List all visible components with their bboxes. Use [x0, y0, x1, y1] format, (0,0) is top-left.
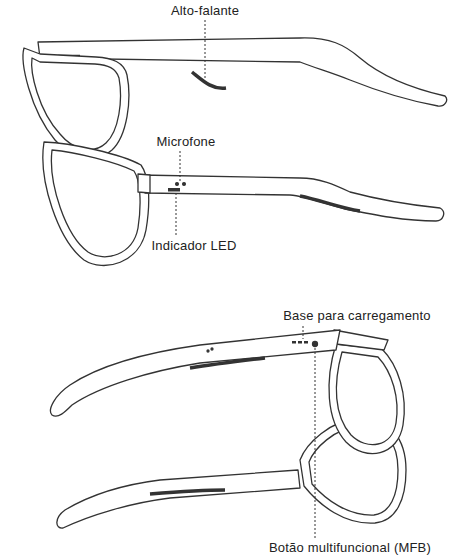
leader-line — [315, 348, 316, 538]
temple-accent — [300, 196, 360, 211]
leader-line — [303, 326, 304, 339]
leader-line — [176, 193, 177, 235]
led-indicator — [168, 188, 180, 192]
temple-accent — [150, 490, 225, 494]
temple-arm — [57, 470, 300, 528]
temple-arm — [140, 175, 444, 221]
part-label: Botão multifuncional (MFB) — [269, 540, 431, 555]
charging-contacts — [292, 341, 308, 344]
temple-accent — [192, 72, 226, 88]
vent-dot — [211, 348, 213, 350]
lens — [23, 48, 129, 158]
glasses-top-view — [23, 38, 446, 266]
leader-line — [205, 20, 206, 78]
glasses-bottom-view — [51, 330, 406, 528]
part-label: Indicador LED — [152, 238, 237, 253]
frame-front — [334, 330, 388, 350]
lens-inner — [51, 150, 140, 257]
part-label: Base para carregamento — [283, 308, 430, 323]
part-label: Microfone — [157, 134, 216, 149]
hinge — [138, 174, 150, 193]
temple-arm — [51, 330, 340, 416]
leader-lines — [176, 20, 315, 538]
multifunction-button — [313, 342, 318, 347]
lens — [43, 142, 149, 266]
microphone-hole — [176, 183, 179, 186]
lens-inner — [32, 58, 121, 150]
leader-line — [180, 151, 181, 181]
temple-accent — [190, 358, 265, 368]
lens-inner — [336, 352, 397, 445]
microphone-hole — [183, 183, 186, 186]
vent-dot — [207, 350, 209, 352]
part-label: Alto-falante — [171, 3, 239, 18]
lens — [329, 344, 404, 454]
